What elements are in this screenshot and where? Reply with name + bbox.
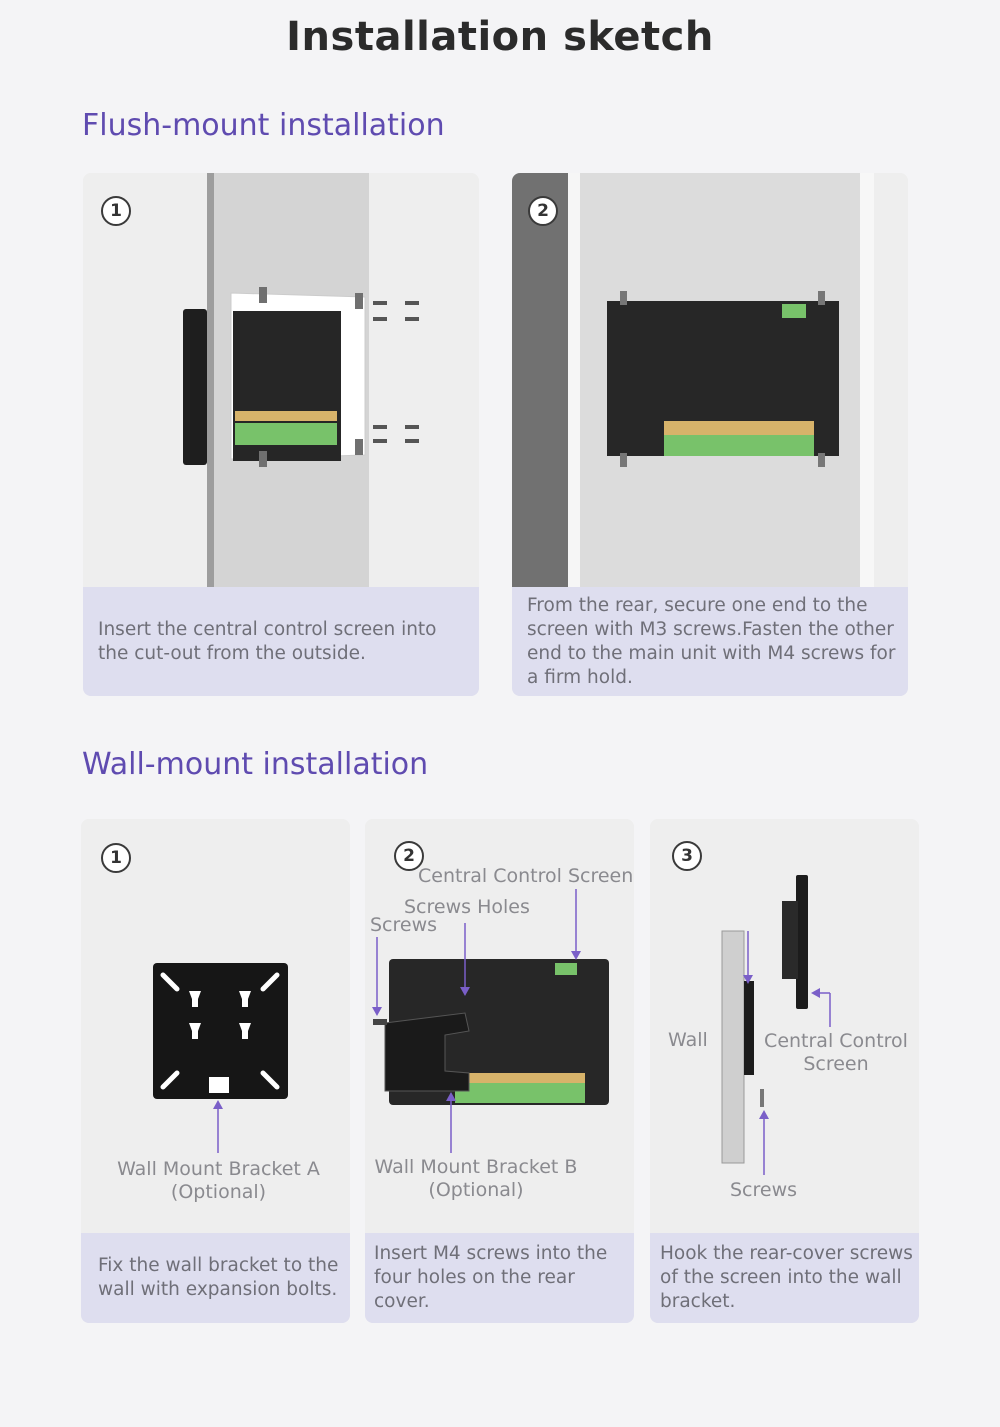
flush-step-1-caption-box: Insert the central control screen into t… [83, 587, 479, 696]
wall-step-1-illustration [81, 819, 350, 1233]
wall-step-3-card: 3 Wall Central Control Screen Screws Hoo… [650, 819, 919, 1323]
wall-step-2-card: 2 Central Control Screen Screws Holes Sc… [365, 819, 634, 1323]
screen-label: Central Control Screen [418, 865, 634, 887]
bracket-b-label: Wall Mount Bracket B (Optional) [374, 1156, 578, 1201]
wall-step-3-caption: Hook the rear-cover screws of the screen… [660, 1243, 913, 1312]
wall-step-2-number: 2 [394, 841, 424, 871]
wall-label: Wall [668, 1029, 708, 1051]
flush-step-1-card: 1 Insert the central control screen into… [83, 173, 479, 696]
flush-step-1-caption: Insert the central control screen into t… [98, 618, 437, 664]
flush-step-1-illustration [83, 173, 479, 587]
wall-step-3-illustration [650, 819, 919, 1233]
wall-step-1-card: 1 Wall Mount Bracket A (Optional) Fix th… [81, 819, 350, 1323]
flush-step-2-card: 2 From the rear, secure one end to the s… [512, 173, 908, 696]
bracket-a-label: Wall Mount Bracket A (Optional) [117, 1158, 320, 1203]
wall-step-1-number: 1 [101, 843, 131, 873]
wall-step-2-caption: Insert M4 screws into the four holes on … [374, 1243, 608, 1312]
wall-mount-heading: Wall-mount installation [82, 747, 429, 782]
flush-step-1-number: 1 [101, 196, 131, 226]
flush-step-2-caption: From the rear, secure one end to the scr… [527, 594, 896, 688]
wall-step-2-illustration [365, 819, 634, 1233]
screws-label: Screws [730, 1179, 798, 1201]
flush-mount-heading: Flush-mount installation [82, 108, 445, 143]
flush-step-2-number: 2 [528, 196, 558, 226]
wall-step-2-caption-box: Insert M4 screws into the four holes on … [365, 1233, 634, 1323]
wall-step-1-caption: Fix the wall bracket to the wall with ex… [98, 1255, 339, 1300]
wall-step-3-caption-box: Hook the rear-cover screws of the screen… [650, 1233, 919, 1323]
screen-label: Central Control Screen [764, 1030, 908, 1075]
flush-step-2-illustration [512, 173, 908, 587]
screw-holes-label: Screws Holes [404, 896, 530, 918]
flush-step-2-caption-box: From the rear, secure one end to the scr… [512, 587, 908, 696]
page-title: Installation sketch [286, 14, 714, 60]
wall-step-1-caption-box: Fix the wall bracket to the wall with ex… [81, 1233, 350, 1323]
wall-step-3-number: 3 [672, 841, 702, 871]
screws-label: Screws [370, 914, 438, 936]
